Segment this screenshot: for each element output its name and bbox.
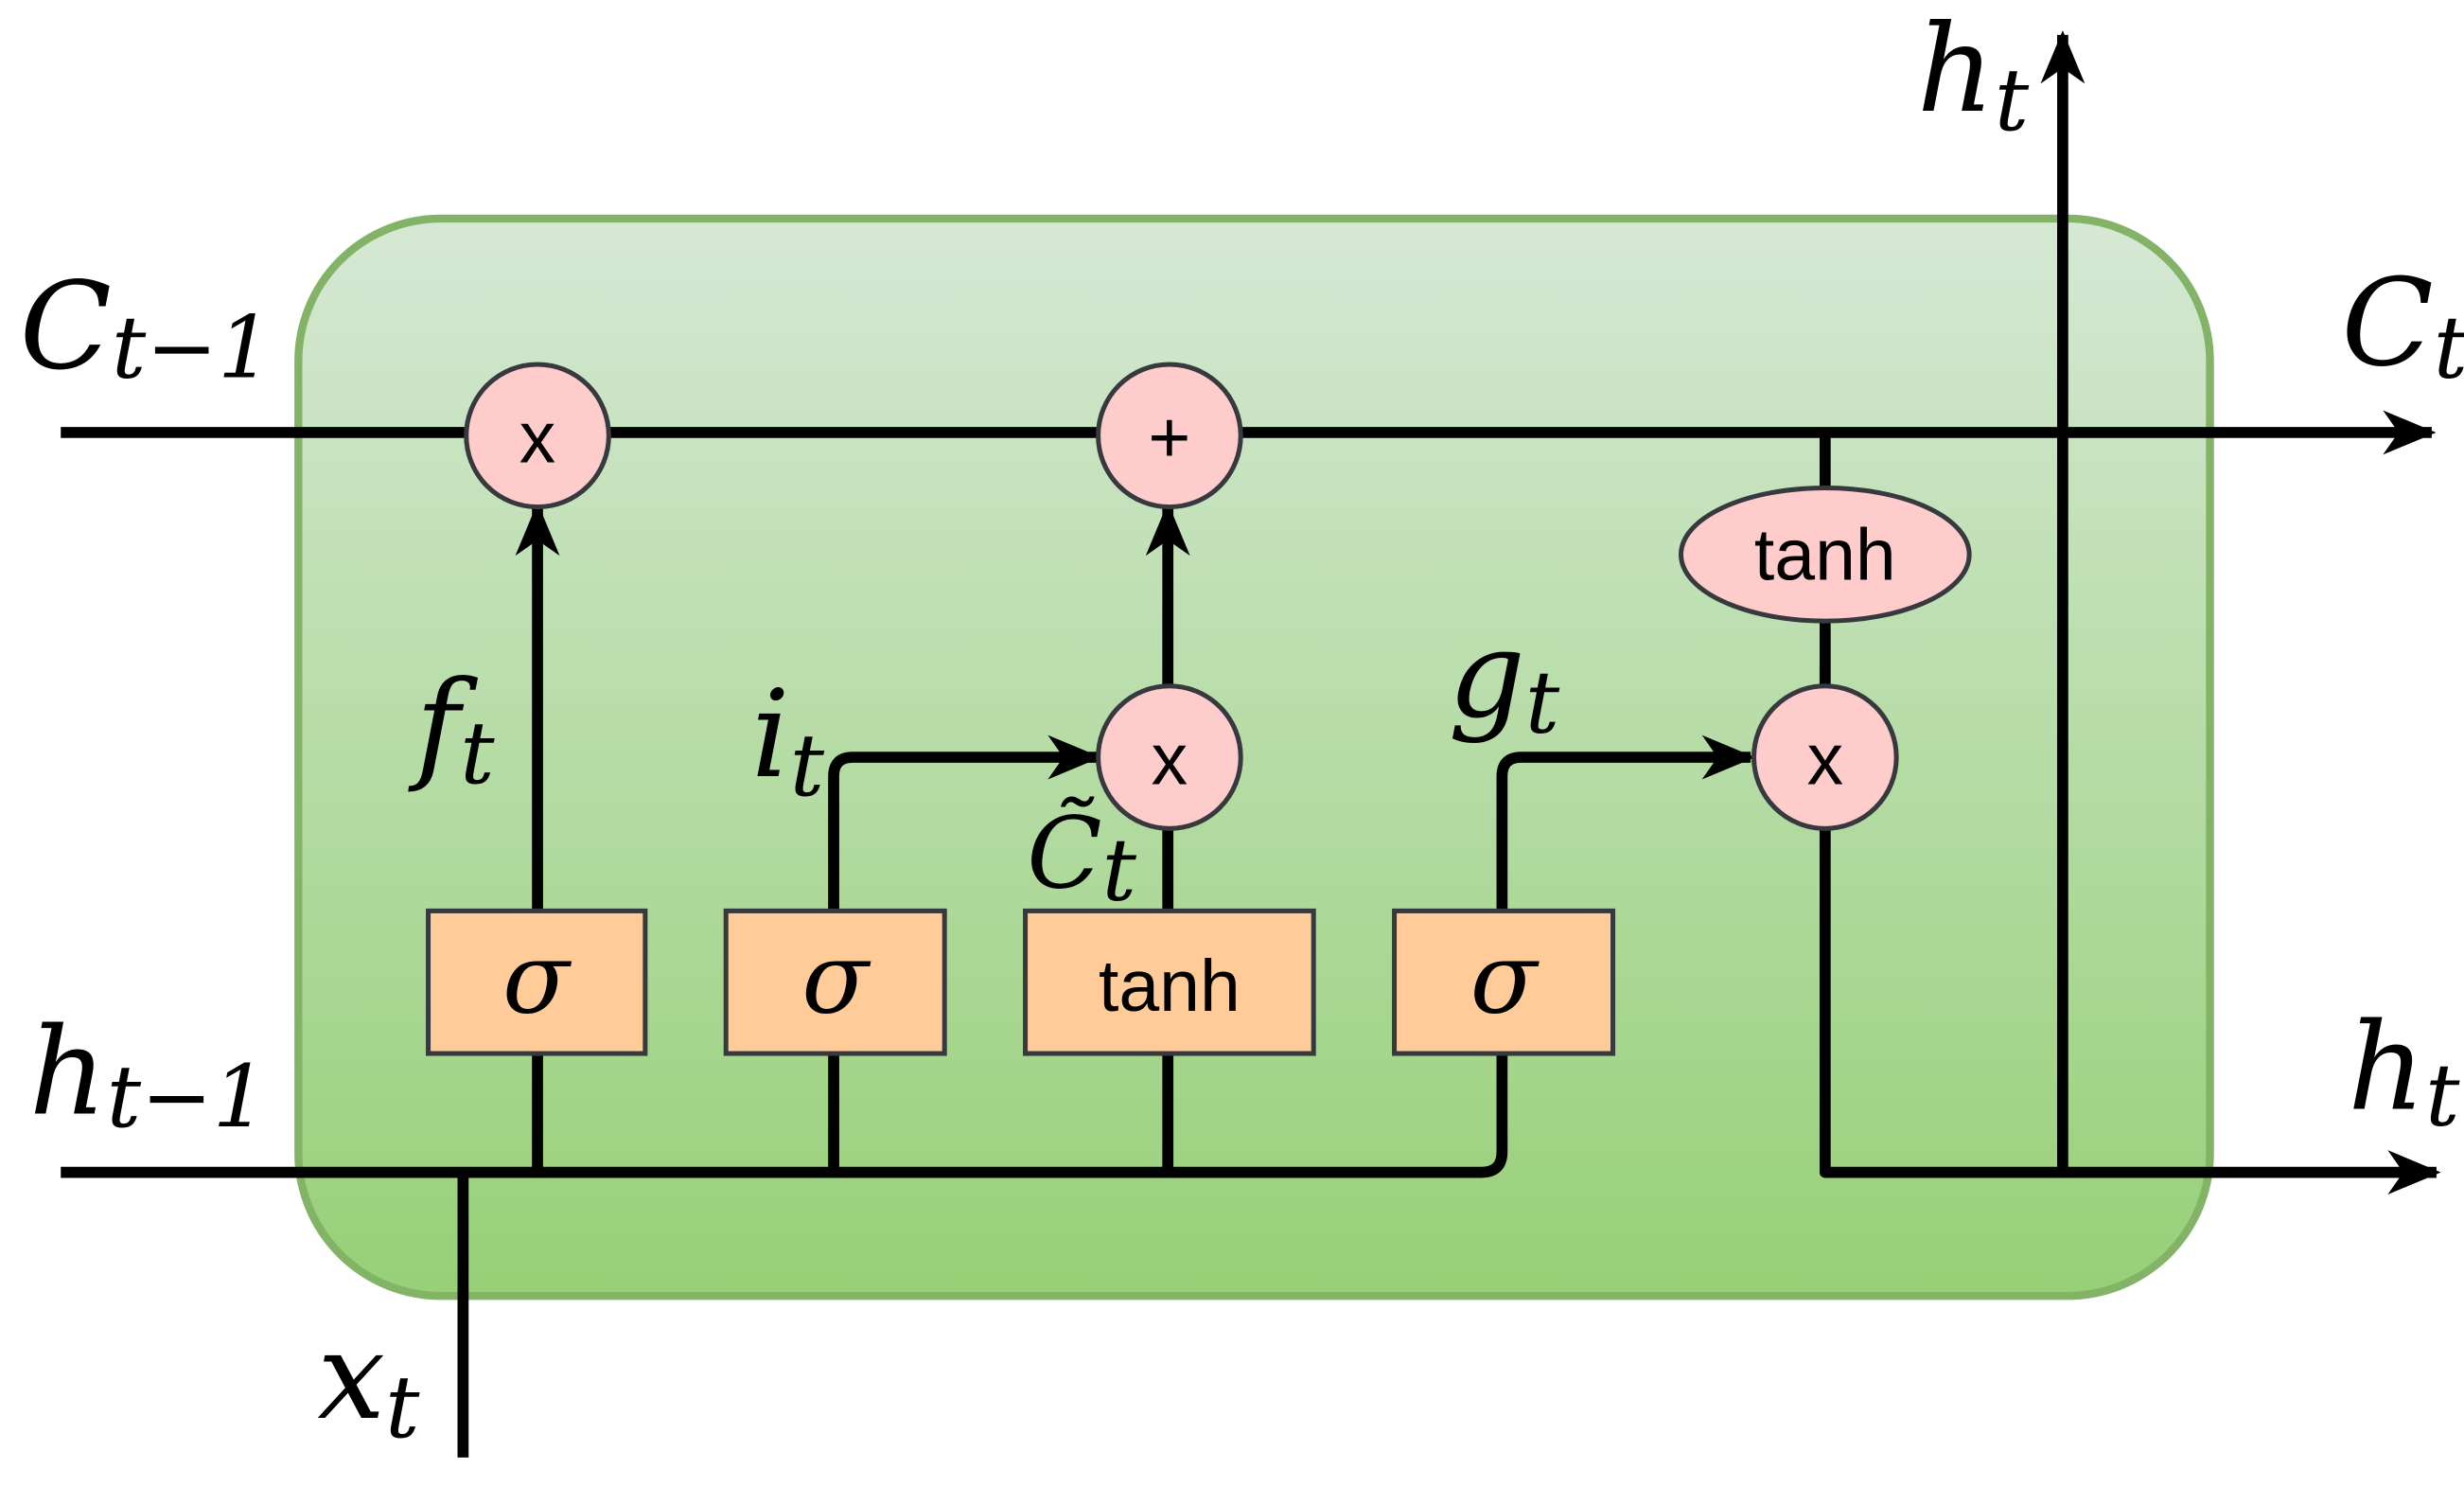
- output-gate-arrow: [1496, 734, 1755, 911]
- svg-text:tanh: tanh: [1099, 946, 1241, 1027]
- hidden-state-output-line: [1819, 828, 2441, 1195]
- input-gate-sigma: σ: [723, 908, 947, 1056]
- svg-text:σ: σ: [1470, 923, 1540, 1036]
- svg-text:tanh: tanh: [1754, 515, 1896, 596]
- svg-text:σ: σ: [502, 923, 572, 1036]
- svg-text:+: +: [1148, 398, 1190, 479]
- label-x-in: xt: [317, 1306, 420, 1458]
- candidate-gate-tanh: tanh: [1023, 908, 1316, 1056]
- forget-multiply-node: x: [464, 362, 611, 510]
- svg-text:x: x: [1152, 719, 1188, 801]
- input-multiply-node: x: [1096, 683, 1243, 831]
- label-output: gt: [1448, 605, 1559, 753]
- cell-add-node: +: [1096, 362, 1243, 510]
- cell-tanh-node: tanh: [1679, 486, 1972, 624]
- label-h-out-top: ht: [1917, 0, 2030, 150]
- svg-text:x: x: [519, 398, 556, 479]
- output-gate-sigma: σ: [1392, 908, 1616, 1056]
- label-h-out-right: ht: [2348, 998, 2460, 1146]
- label-h-prev: ht−1: [29, 1002, 267, 1147]
- label-candidate: C̃t: [1027, 797, 1136, 920]
- label-input: it: [751, 664, 825, 816]
- output-multiply-node: x: [1751, 683, 1899, 831]
- input-gate-arrow: [828, 734, 1101, 911]
- svg-text:σ: σ: [801, 923, 871, 1036]
- hidden-state-input-line: [61, 1053, 1508, 1178]
- label-c-next: Ct: [2341, 253, 2464, 398]
- forget-gate-sigma: σ: [426, 908, 648, 1056]
- svg-text:x: x: [1807, 719, 1844, 801]
- label-c-prev: Ct−1: [20, 256, 273, 398]
